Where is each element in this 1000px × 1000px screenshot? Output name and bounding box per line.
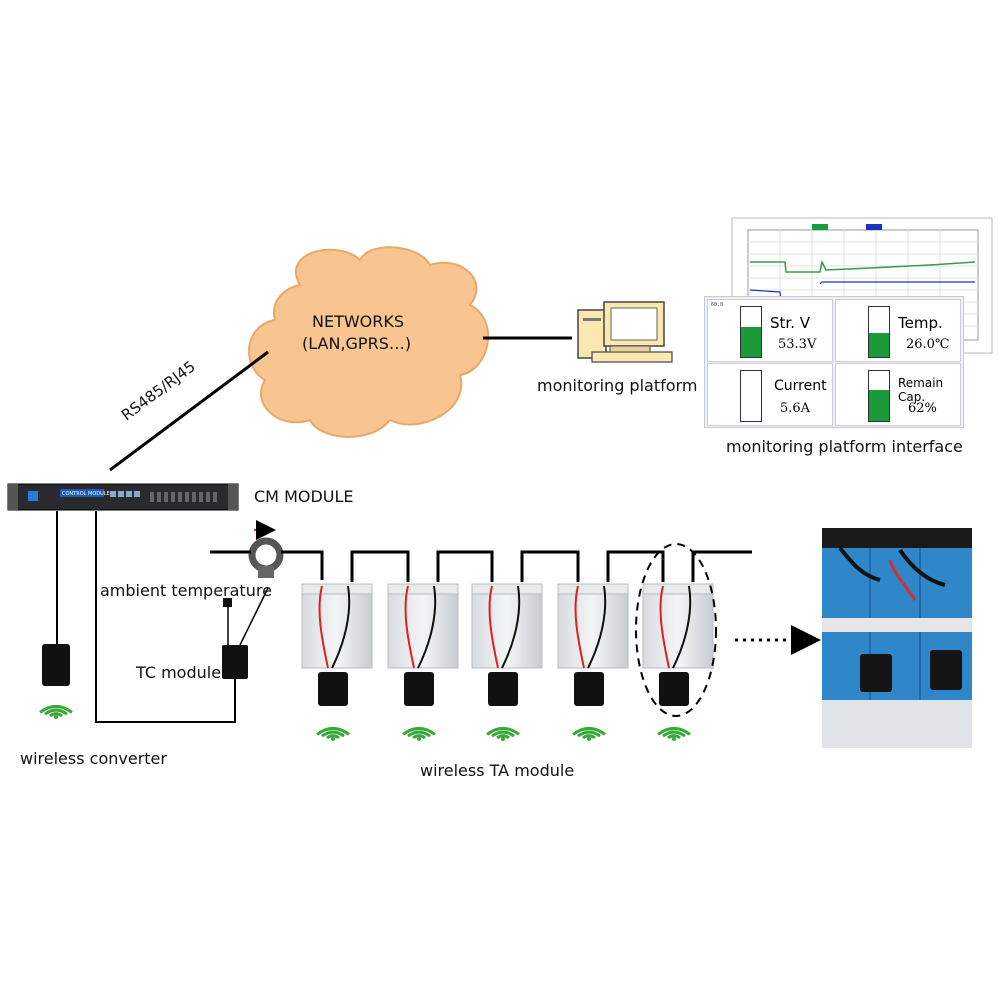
tile-gauge xyxy=(868,370,890,422)
ambient-temperature-label: ambient temperature xyxy=(100,581,272,600)
wireless-signal-dot xyxy=(417,737,421,741)
battery-cap xyxy=(642,583,714,595)
battery-wire-red xyxy=(318,585,329,669)
wireless-signal-icon xyxy=(662,730,686,738)
wireless-signal-icon xyxy=(407,730,431,738)
tile-string-voltage: 60.0 Str. V 53.3V xyxy=(707,299,833,362)
tile-gauge-fill xyxy=(869,333,889,357)
battery-cell xyxy=(301,583,373,669)
battery-wire-black xyxy=(501,585,521,669)
battery-wire-red xyxy=(574,585,585,669)
main-bus-right xyxy=(691,550,752,582)
battery-cell xyxy=(557,583,629,669)
wireless-signal-icon xyxy=(582,734,596,740)
network-cloud xyxy=(248,246,489,438)
battery-wire-black xyxy=(672,585,692,669)
wireless-signal-icon xyxy=(316,726,350,736)
tile-current: Current 5.6A xyxy=(707,363,833,426)
tile-temperature: Temp. 26.0℃ xyxy=(835,299,961,362)
battery-connector xyxy=(350,550,410,582)
networks-label-line1: NETWORKS xyxy=(312,312,405,331)
battery-cap xyxy=(301,583,373,595)
tc-module-label: TC module xyxy=(136,663,222,682)
control-module-panel-text: CONTROL MODULE xyxy=(62,491,110,497)
wireless-signal-icon xyxy=(572,726,606,736)
battery-string xyxy=(39,543,752,741)
tile-value: 62% xyxy=(908,401,937,416)
tile-title: Remain Cap. xyxy=(898,376,944,404)
wire-to-tc-module xyxy=(95,511,236,723)
tile-gauge xyxy=(740,370,762,422)
wireless-signal-dot xyxy=(54,715,58,719)
wireless-signal-icon xyxy=(657,726,691,736)
battery-cell xyxy=(471,583,543,669)
highlight-ellipse xyxy=(635,543,717,717)
wireless-signal-icon xyxy=(486,726,520,736)
wireless-signal-icon xyxy=(412,734,426,740)
wireless-signal-icon xyxy=(321,730,345,738)
wireless-signal-icon xyxy=(667,734,681,740)
battery-cap xyxy=(387,583,459,595)
wireless-signal-dot xyxy=(331,737,335,741)
wireless-signal-icon xyxy=(39,704,73,714)
tile-remain-capacity: Remain Cap. 62% xyxy=(835,363,961,426)
wireless-signal-icon xyxy=(577,730,601,738)
battery-wire-red xyxy=(404,585,415,669)
tile-gauge xyxy=(740,306,762,358)
wireless-signal-icon xyxy=(49,712,63,718)
wireless-ta-module-label: wireless TA module xyxy=(420,761,575,780)
battery-connector xyxy=(606,550,665,582)
computer-icon xyxy=(577,301,673,363)
ta-module-device xyxy=(488,672,518,706)
cm-module-label: CM MODULE xyxy=(254,487,354,506)
networks-label-line2: (LAN,GPRS…) xyxy=(302,334,412,353)
tile-gauge xyxy=(868,306,890,358)
wireless-signal-icon xyxy=(44,708,68,716)
tile-gauge-fill xyxy=(741,327,761,357)
tile-value: 26.0℃ xyxy=(906,337,950,352)
wireless-signal-icon xyxy=(326,734,340,740)
wireless-converter-label: wireless converter xyxy=(20,749,167,768)
tile-axis-top: 60.0 xyxy=(711,302,724,308)
battery-wire-black xyxy=(331,585,351,669)
ta-module-device xyxy=(574,672,604,706)
wireless-signal-icon xyxy=(402,726,436,736)
wireless-signal-dot xyxy=(672,737,676,741)
battery-connector xyxy=(520,550,580,582)
wireless-signal-icon xyxy=(491,730,515,738)
tile-title: Str. V xyxy=(770,314,810,332)
monitoring-platform-label: monitoring platform xyxy=(537,376,698,395)
battery-cell xyxy=(387,583,459,669)
battery-cap xyxy=(557,583,629,595)
monitoring-interface-label: monitoring platform interface xyxy=(726,437,963,456)
battery-wire-red xyxy=(659,585,670,669)
current-sensor-icon xyxy=(248,537,284,578)
tile-value: 5.6A xyxy=(780,401,811,416)
tile-value: 53.3V xyxy=(778,337,817,352)
main-bus xyxy=(281,550,324,580)
battery-cap xyxy=(471,583,543,595)
ta-module-device xyxy=(659,672,689,706)
wireless-converter-device xyxy=(42,644,70,686)
battery-connector xyxy=(436,550,494,582)
battery-wire-black xyxy=(417,585,437,669)
battery-wire-red xyxy=(488,585,499,669)
rs485-link xyxy=(109,350,269,472)
battery-wire-black xyxy=(587,585,607,669)
tile-gauge-fill xyxy=(869,390,889,421)
wireless-signal-icon xyxy=(496,734,510,740)
monitoring-dashboard: 60.0 Str. V 53.3V Temp. 26.0℃ Current 5.… xyxy=(704,296,964,428)
battery-rack-photo xyxy=(822,528,972,748)
wireless-signal-dot xyxy=(587,737,591,741)
tile-title: Temp. xyxy=(898,314,943,332)
tile-title: Current xyxy=(774,378,827,394)
ta-module-device xyxy=(404,672,434,706)
wireless-signal-dot xyxy=(501,737,505,741)
ta-module-device xyxy=(318,672,348,706)
cm-module-device: CONTROL MODULE xyxy=(7,483,239,511)
tc-module-device xyxy=(222,587,269,679)
